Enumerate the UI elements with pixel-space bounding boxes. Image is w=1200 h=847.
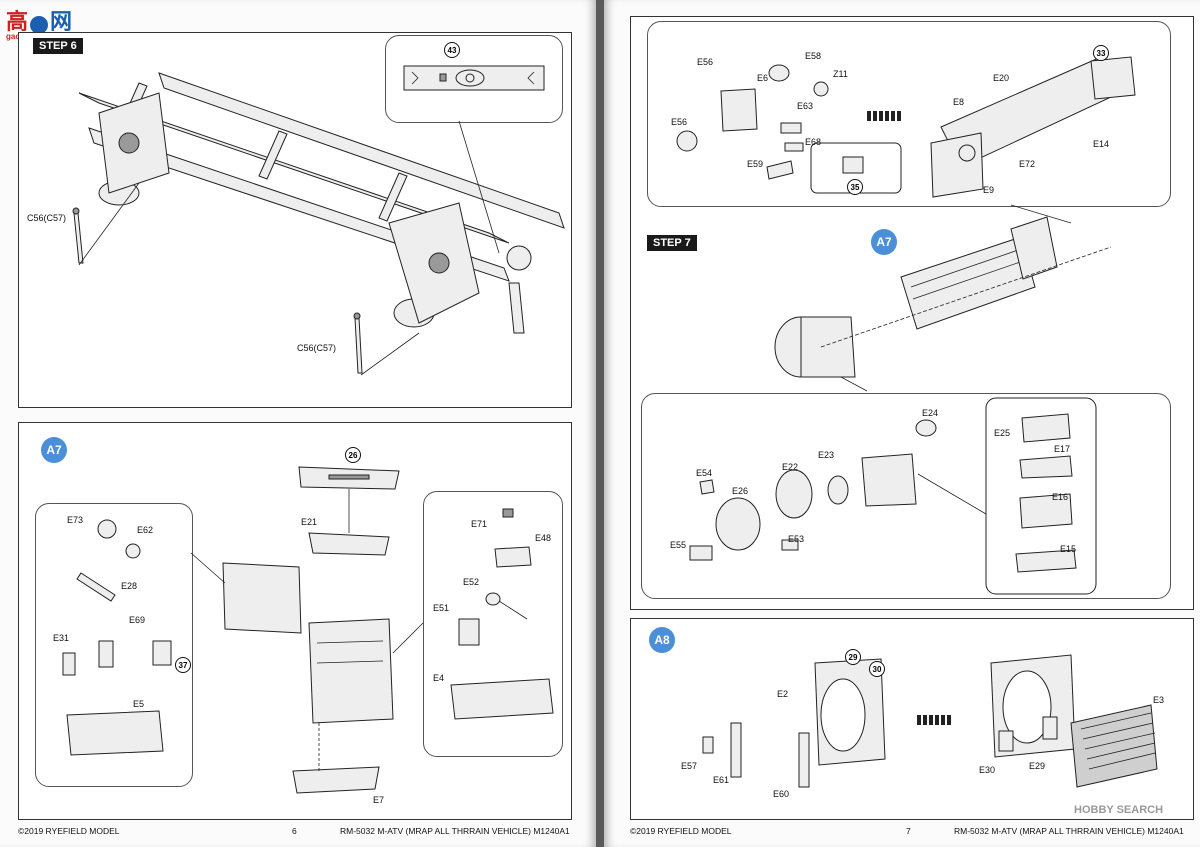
footer-title-left: RM-5032 M-ATV (MRAP ALL THRRAIN VEHICLE)… (340, 826, 570, 836)
a7-panel: A7 (18, 422, 572, 820)
footer-page-number-right: 7 (906, 826, 911, 836)
label-e62: E62 (137, 525, 154, 535)
callout-43: 43 (444, 42, 460, 58)
label-e15: E15 (1060, 544, 1077, 554)
callout-35: 35 (847, 179, 863, 195)
label-e22: E22 (782, 462, 799, 472)
step6-inset: 43 (385, 35, 563, 123)
watermark-char: 高 (6, 9, 29, 34)
label-e9: E9 (983, 185, 995, 195)
a7-engine-drawing (62, 466, 554, 794)
label-e8: E8 (953, 97, 965, 107)
step6-panel: STEP 6 43 (18, 32, 572, 408)
label-e3: E3 (1153, 695, 1165, 705)
label-e53: E53 (788, 534, 805, 544)
watermark-icon (30, 15, 49, 34)
label-e48: E48 (535, 533, 552, 543)
label-z11: Z11 (833, 69, 848, 79)
watermark-brand: 网 (50, 9, 73, 34)
label-e26: E26 (732, 486, 749, 496)
callout-29: 29 (845, 649, 861, 665)
right-arrow-a8 (917, 715, 951, 725)
a8-radiator-drawing (702, 654, 1158, 788)
label-e57: E57 (681, 761, 698, 771)
chassis-drawing (72, 72, 565, 376)
a7-badge: A7 (41, 437, 67, 463)
label-e31: E31 (53, 633, 70, 643)
callout-30: 30 (869, 661, 885, 677)
a8-panel: A8 29 30 E2 E3 E57 E61 E60 E30 E29 (630, 618, 1194, 820)
label-e4: E4 (433, 673, 445, 683)
label-e7: E7 (373, 795, 385, 805)
label-e54: E54 (696, 468, 713, 478)
label-e56-left: E56 (671, 117, 688, 127)
label-e63: E63 (797, 101, 814, 111)
label-e60: E60 (773, 789, 790, 799)
label-e25: E25 (994, 428, 1011, 438)
label-e28: E28 (121, 581, 138, 591)
step7-a7-badge: A7 (871, 229, 897, 255)
label-e71: E71 (471, 519, 488, 529)
step7-badge: STEP 7 (647, 235, 697, 251)
watermark-hobbysearch: HOBBY SEARCH (1074, 804, 1163, 816)
left-page: 高网 gao-shou.com STEP 6 43 (0, 0, 596, 847)
label-e72: E72 (1019, 159, 1036, 169)
label-e61: E61 (713, 775, 730, 785)
label-e14: E14 (1093, 139, 1110, 149)
label-e5: E5 (133, 699, 145, 709)
transmission-detail-panel: E24 E25 E22 E23 E17 E54 E26 E16 E55 E53 … (641, 393, 1171, 599)
label-e23: E23 (818, 450, 835, 460)
footer-copyright-right: ©2019 RYEFIELD MODEL (630, 826, 732, 836)
footer-page-number-left: 6 (292, 826, 297, 836)
label-c56-rear: C56(C57) (297, 343, 337, 353)
label-e29: E29 (1029, 761, 1046, 771)
inset-bracket-drawing (403, 65, 545, 91)
label-e52: E52 (463, 577, 480, 587)
label-e2: E2 (777, 689, 789, 699)
label-e55: E55 (670, 540, 687, 550)
label-e51: E51 (433, 603, 450, 613)
label-e17: E17 (1054, 444, 1071, 454)
footer-title-right: RM-5032 M-ATV (MRAP ALL THRRAIN VEHICLE)… (954, 826, 1184, 836)
label-e58: E58 (805, 51, 822, 61)
watermark-hobby-text: HOBBY SEARCH (1074, 804, 1164, 816)
footer-copyright-left: ©2019 RYEFIELD MODEL (18, 826, 120, 836)
callout-33: 33 (1093, 45, 1109, 61)
label-c56-front: C56(C57) (27, 213, 67, 223)
transmission-detail-drawing (689, 397, 1097, 595)
label-e68: E68 (805, 137, 822, 147)
step7-panel: 33 35 E56 E58 E6 Z11 E56 E63 E68 E59 E20… (630, 16, 1194, 610)
right-page: 33 35 E56 E58 E6 Z11 E56 E63 E68 E59 E20… (604, 0, 1200, 847)
a8-badge: A8 (649, 627, 675, 653)
callout-37: 37 (175, 657, 191, 673)
label-e16: E16 (1052, 492, 1069, 502)
label-e21: E21 (301, 517, 318, 527)
step7-drawing (676, 56, 1136, 392)
label-e30: E30 (979, 765, 996, 775)
label-e24: E24 (922, 408, 939, 418)
label-e69: E69 (129, 615, 146, 625)
callout-26: 26 (345, 447, 361, 463)
step6-badge: STEP 6 (33, 38, 83, 54)
label-e6: E6 (757, 73, 769, 83)
label-e73: E73 (67, 515, 84, 525)
right-arrow-top (867, 111, 901, 121)
label-e20: E20 (993, 73, 1010, 83)
label-e59: E59 (747, 159, 764, 169)
label-e56-top: E56 (697, 57, 714, 67)
